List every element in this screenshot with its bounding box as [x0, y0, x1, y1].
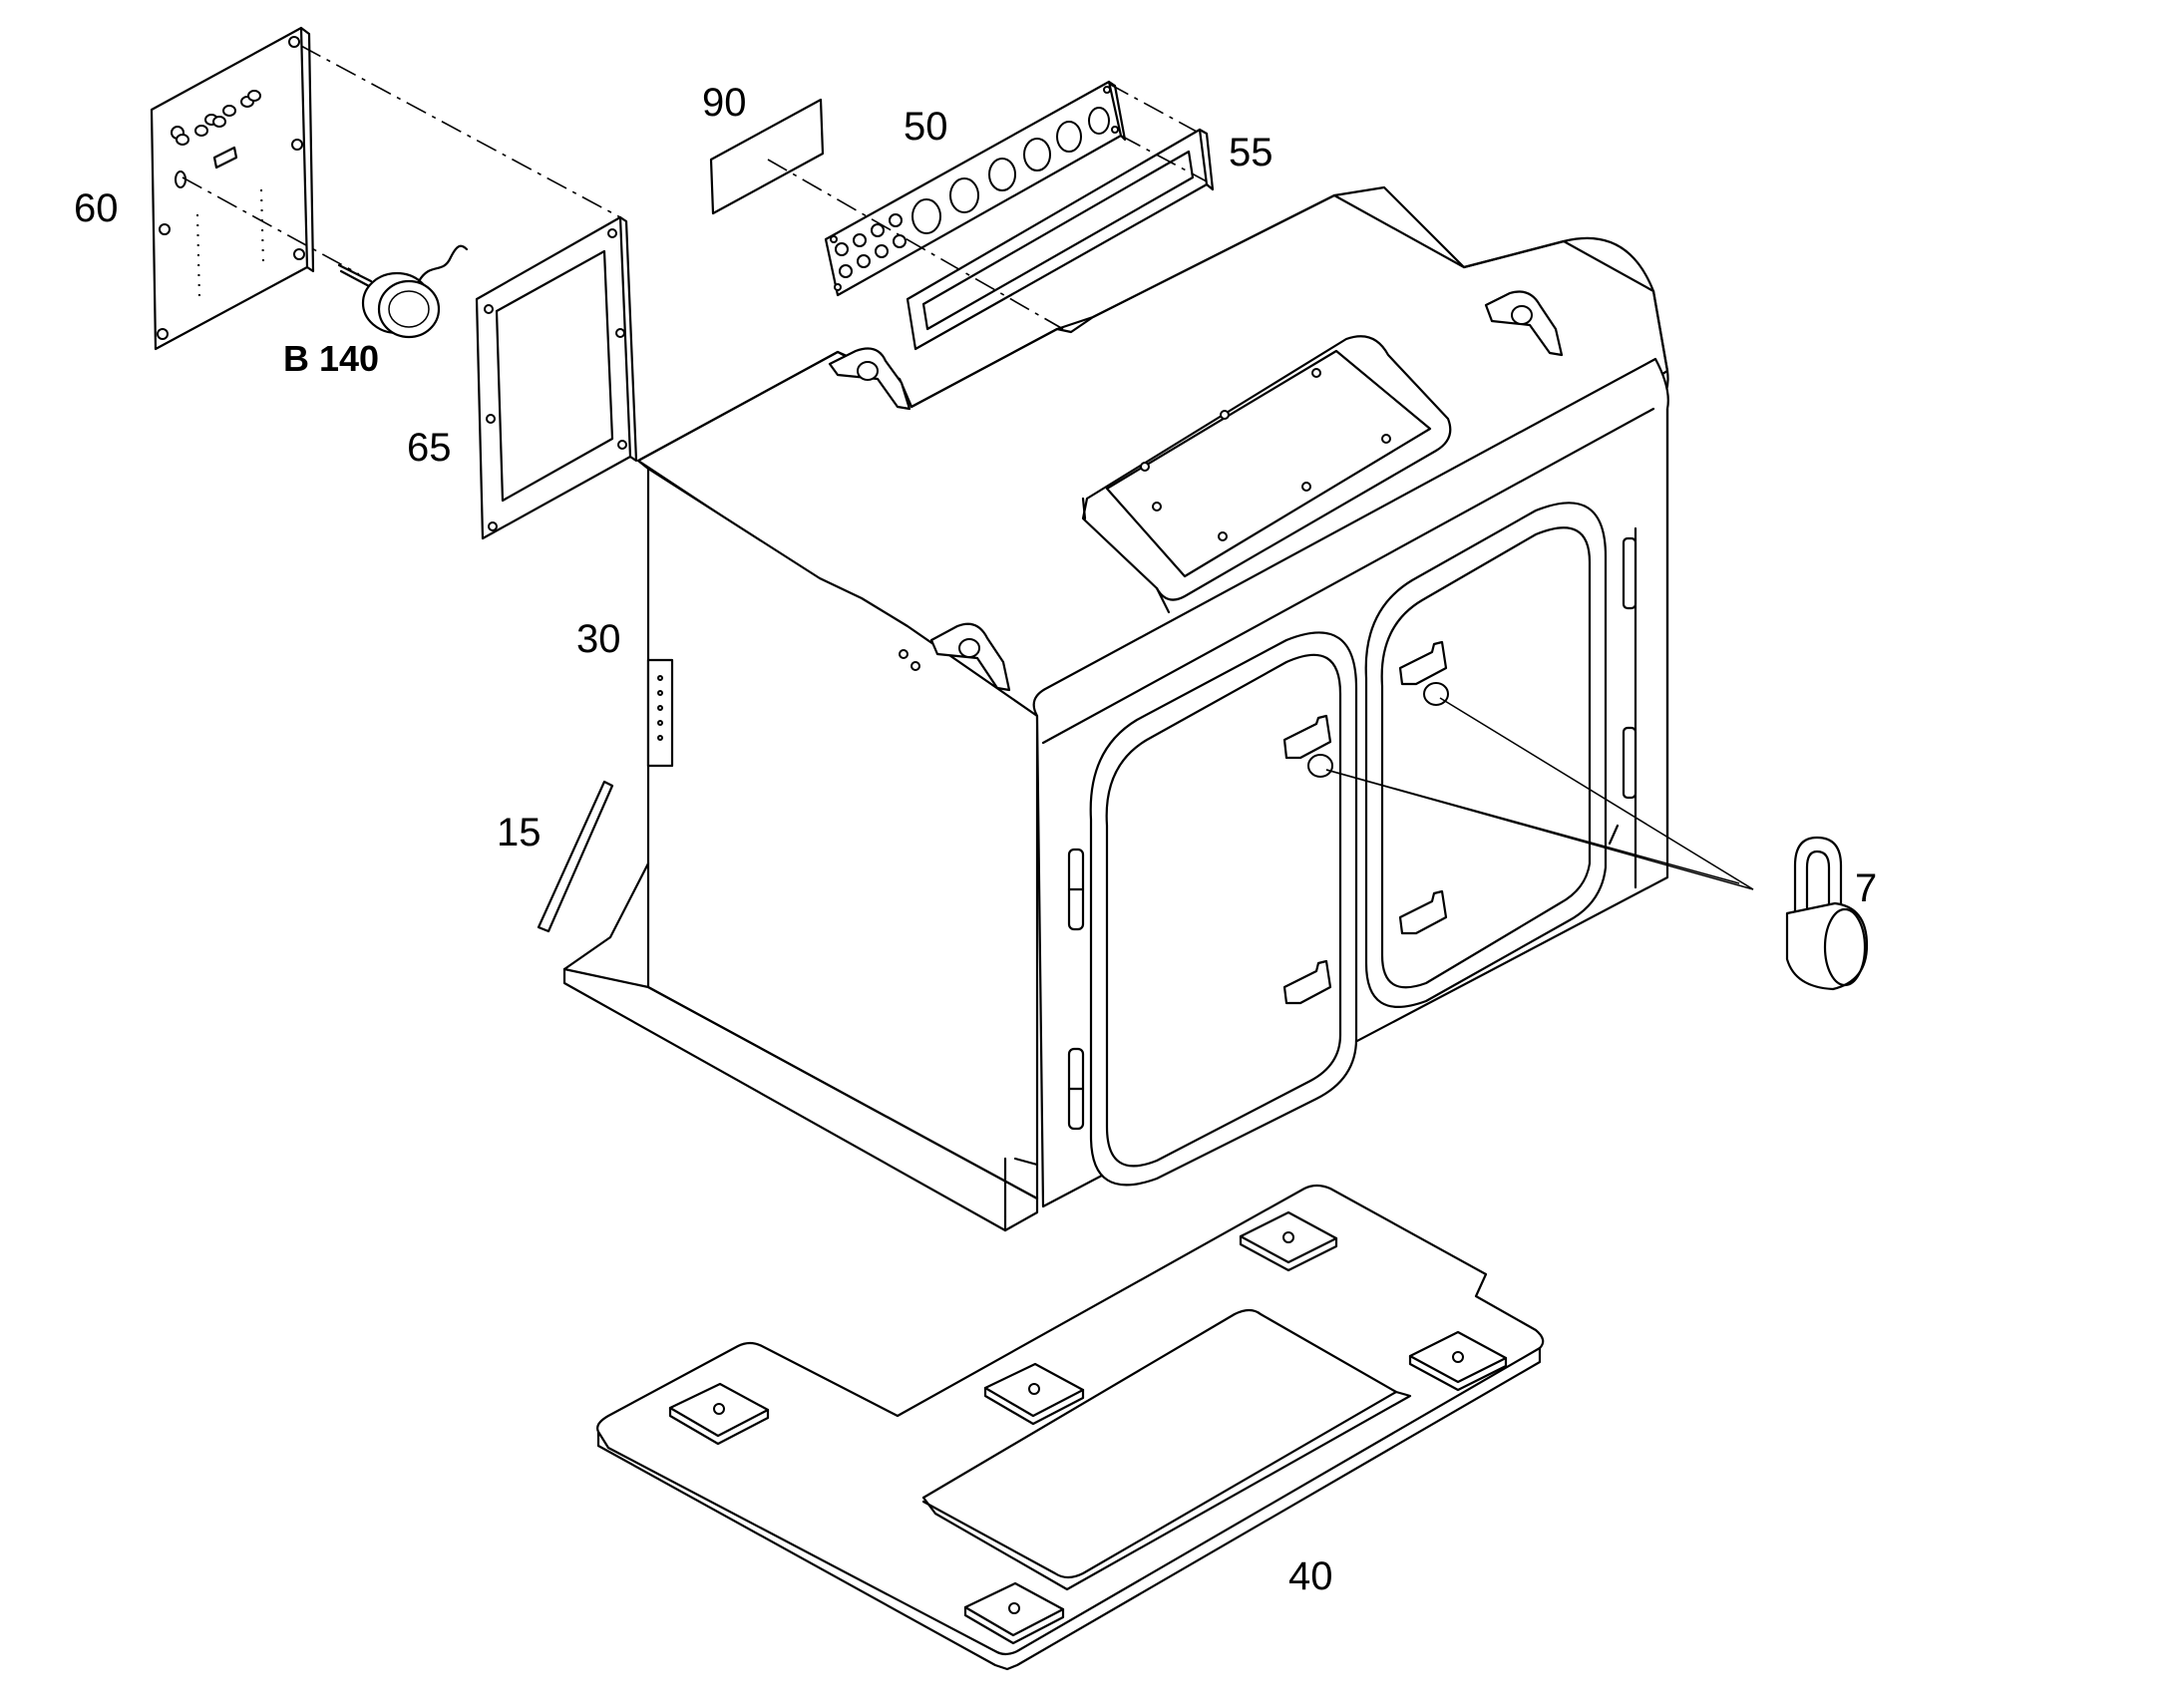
explosion-lines [182, 45, 1208, 330]
callout-55: 55 [1229, 131, 1273, 174]
part-7-padlock [1325, 697, 1869, 991]
part-15-strip [537, 780, 614, 933]
callout-30: 30 [576, 617, 621, 661]
callout-90: 90 [702, 81, 747, 125]
part-55-frame-gasket [906, 128, 1215, 351]
callout-40: 40 [1288, 1554, 1333, 1598]
part-b140-gauge [337, 244, 469, 339]
callout-50: 50 [904, 105, 948, 149]
callout-7: 7 [1855, 866, 1877, 910]
callout-60: 60 [74, 186, 119, 230]
part-50-gland-plate [824, 80, 1127, 297]
part-65-gasket [475, 215, 638, 540]
callout-b140: B 140 [283, 338, 379, 379]
callout-65: 65 [407, 426, 452, 470]
part-30-cabinet [562, 185, 1669, 1232]
callout-15: 15 [497, 811, 542, 854]
part-60-control-panel [150, 26, 315, 351]
callouts: 60 90 50 55 65 B 140 30 15 7 40 [74, 81, 1877, 1598]
part-40-base-frame [596, 1184, 1545, 1671]
part-90-label-plate [709, 98, 825, 215]
